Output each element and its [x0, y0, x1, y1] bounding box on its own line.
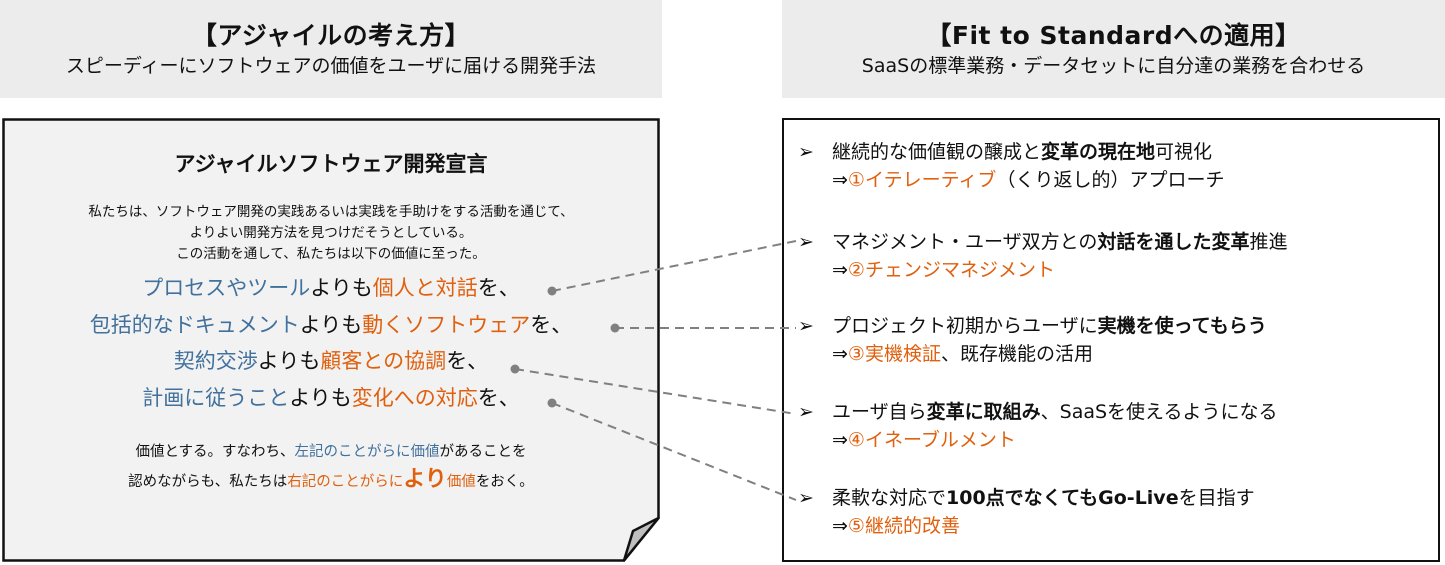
fit-item-description: マネジメント・ユーザ双方との対話を通した変革推進	[832, 228, 1287, 256]
fit-item-text: マネジメント・ユーザ双方との対話を通した変革推進⇒②チェンジマネジメント	[832, 228, 1287, 284]
plain-text: ⇒	[832, 343, 848, 365]
document-shape	[2, 118, 660, 562]
agile-header-title: 【アジャイルの考え方】	[191, 21, 471, 50]
fit-item-text: ユーザ自ら変革に取組み、SaaSを使えるようになる⇒④イネーブルメント	[832, 398, 1277, 454]
page-curl-icon	[622, 516, 660, 562]
approach-label: ④イネーブルメント	[847, 429, 1016, 451]
fit-item-text: プロジェクト初期からユーザに実機を使ってもらう⇒③実機検証、既存機能の活用	[832, 312, 1267, 368]
outro-line-2: 認めながらも、私たちは右記のことがらにより価値をおく。	[2, 466, 660, 496]
outro-text: 価値とする。すなわち、	[135, 444, 295, 460]
arrow-bullet-icon: ➢	[798, 487, 814, 509]
intro-line: 私たちは、ソフトウェア開発の実践あるいは実践を手助けをする活動を通じて、	[88, 204, 574, 220]
value-mid: よりも	[310, 276, 373, 300]
emphasis-text: 実機を使ってもらう	[1097, 315, 1267, 337]
intro-line: よりよい開発方法を見つけだそうとしている。	[189, 225, 473, 241]
plain-text: ユーザ自ら	[832, 401, 927, 423]
value-right: 個人と対話	[372, 276, 478, 300]
outro-line-1: 価値とする。すなわち、左記のことがらに価値があることを	[2, 438, 660, 466]
value-line-3: 契約交渉よりも顧客との協調を、	[2, 343, 660, 380]
value-right: 顧客との協調	[320, 349, 447, 373]
fit-header-subtitle: SaaSの標準業務・データセットに自分達の業務を合わせる	[861, 55, 1366, 77]
outro-left-value: 左記のことがらに価値	[294, 444, 440, 460]
arrow-bullet-icon: ➢	[798, 141, 814, 163]
outro-text: 認めながらも、私たちは	[128, 474, 288, 490]
plain-text: 推進	[1249, 231, 1288, 253]
fit-item-text: 継続的な価値観の醸成と変革の現在地可視化⇒①イテレーティブ（くり返し的）アプロー…	[832, 138, 1224, 194]
plain-text: （くり返し的）アプローチ	[996, 169, 1225, 191]
value-right: 動くソフトウェア	[362, 312, 531, 337]
arrow-bullet-icon: ➢	[798, 401, 814, 423]
agile-header-subtitle: スピーディーにソフトウェアの価値をユーザに届ける開発手法	[65, 55, 597, 77]
emphasis-text: 100点でなくてもGo-Live	[946, 487, 1179, 509]
fit-item-text: 柔軟な対応で100点でなくてもGo-Liveを目指す⇒⑤継続的改善	[832, 484, 1255, 540]
value-left: プロセスやツール	[142, 276, 311, 300]
value-left: 契約交渉	[173, 349, 258, 373]
plain-text: 、SaaSを使えるようになる	[1040, 401, 1278, 423]
fit-item-description: 継続的な価値観の醸成と変革の現在地可視化	[832, 138, 1224, 166]
value-line-2: 包括的なドキュメントよりも動くソフトウェアを、	[2, 307, 660, 344]
intro-line: この活動を通して、私たちは以下の価値に至った。	[176, 246, 486, 262]
arrow-bullet-icon: ➢	[798, 231, 814, 253]
manifesto-outro: 価値とする。すなわち、左記のことがらに価値があることを 認めながらも、私たちは右…	[2, 438, 660, 496]
value-left: 計画に従うこと	[142, 385, 290, 410]
plain-text: を目指す	[1178, 487, 1255, 509]
fit-item-approach: ⇒③実機検証、既存機能の活用	[832, 340, 1267, 368]
plain-text: プロジェクト初期からユーザに	[832, 315, 1098, 337]
fit-to-standard-box: ➢継続的な価値観の醸成と変革の現在地可視化⇒①イテレーティブ（くり返し的）アプロ…	[782, 118, 1440, 562]
plain-text: ⇒	[832, 429, 848, 451]
manifesto-values: プロセスやツールよりも個人と対話を、 包括的なドキュメントよりも動くソフトウェア…	[2, 270, 660, 416]
plain-text: 継続的な価値観の醸成と	[832, 141, 1042, 163]
fit-header-title: 【Fit to Standardへの適用】	[926, 21, 1301, 50]
emphasis-text: 対話を通した変革	[1097, 231, 1250, 253]
fit-item-approach: ⇒④イネーブルメント	[832, 426, 1277, 454]
value-end: を、	[477, 385, 520, 410]
outro-emphasis: より	[403, 467, 447, 492]
agile-header: 【アジャイルの考え方】 スピーディーにソフトウェアの価値をユーザに届ける開発手法	[0, 0, 662, 98]
fit-item-approach: ⇒①イテレーティブ（くり返し的）アプローチ	[832, 166, 1224, 194]
outro-right-value: 右記のことがらに	[287, 474, 404, 490]
value-line-4: 計画に従うことよりも変化への対応を、	[2, 380, 660, 417]
value-end: を、	[530, 312, 573, 337]
approach-label: ③実機検証	[847, 343, 941, 365]
fit-item-description: ユーザ自ら変革に取組み、SaaSを使えるようになる	[832, 398, 1277, 426]
arrow-bullet-icon: ➢	[798, 315, 814, 337]
value-mid: よりも	[289, 385, 352, 410]
plain-text: 、既存機能の活用	[940, 343, 1093, 365]
manifesto-intro: 私たちは、ソフトウェア開発の実践あるいは実践を手助けをする活動を通じて、 よりよ…	[2, 202, 660, 265]
outro-text: をおく。	[475, 474, 534, 490]
value-right: 変化への対応	[351, 385, 478, 410]
approach-label: ②チェンジマネジメント	[847, 259, 1055, 281]
manifesto-title: アジャイルソフトウェア開発宣言	[174, 152, 488, 176]
emphasis-text: 変革の現在地	[1041, 141, 1156, 163]
value-end: を、	[446, 349, 489, 373]
plain-text: ⇒	[832, 259, 848, 281]
value-left: 包括的なドキュメント	[89, 312, 300, 337]
fit-item-description: プロジェクト初期からユーザに実機を使ってもらう	[832, 312, 1267, 340]
fit-item-description: 柔軟な対応で100点でなくてもGo-Liveを目指す	[832, 484, 1255, 512]
plain-text: ⇒	[832, 515, 848, 537]
plain-text: マネジメント・ユーザ双方との	[832, 231, 1098, 253]
plain-text: ⇒	[832, 169, 848, 191]
approach-label: ⑤継続的改善	[847, 515, 960, 537]
emphasis-text: 変革に取組み	[926, 401, 1041, 423]
value-mid: よりも	[257, 349, 321, 373]
outro-value: 価値	[446, 474, 476, 490]
fit-item-approach: ⇒⑤継続的改善	[832, 512, 1255, 540]
approach-label: ①イテレーティブ	[847, 169, 997, 191]
fit-to-standard-header: 【Fit to Standardへの適用】 SaaSの標準業務・データセットに自…	[782, 0, 1445, 98]
fit-item-approach: ⇒②チェンジマネジメント	[832, 256, 1287, 284]
value-end: を、	[477, 276, 520, 300]
value-mid: よりも	[299, 312, 363, 337]
value-line-1: プロセスやツールよりも個人と対話を、	[2, 270, 660, 307]
plain-text: 柔軟な対応で	[832, 487, 947, 509]
agile-manifesto-document: アジャイルソフトウェア開発宣言 私たちは、ソフトウェア開発の実践あるいは実践を手…	[2, 118, 660, 562]
outro-text: があることを	[439, 444, 527, 460]
plain-text: 可視化	[1155, 141, 1213, 163]
